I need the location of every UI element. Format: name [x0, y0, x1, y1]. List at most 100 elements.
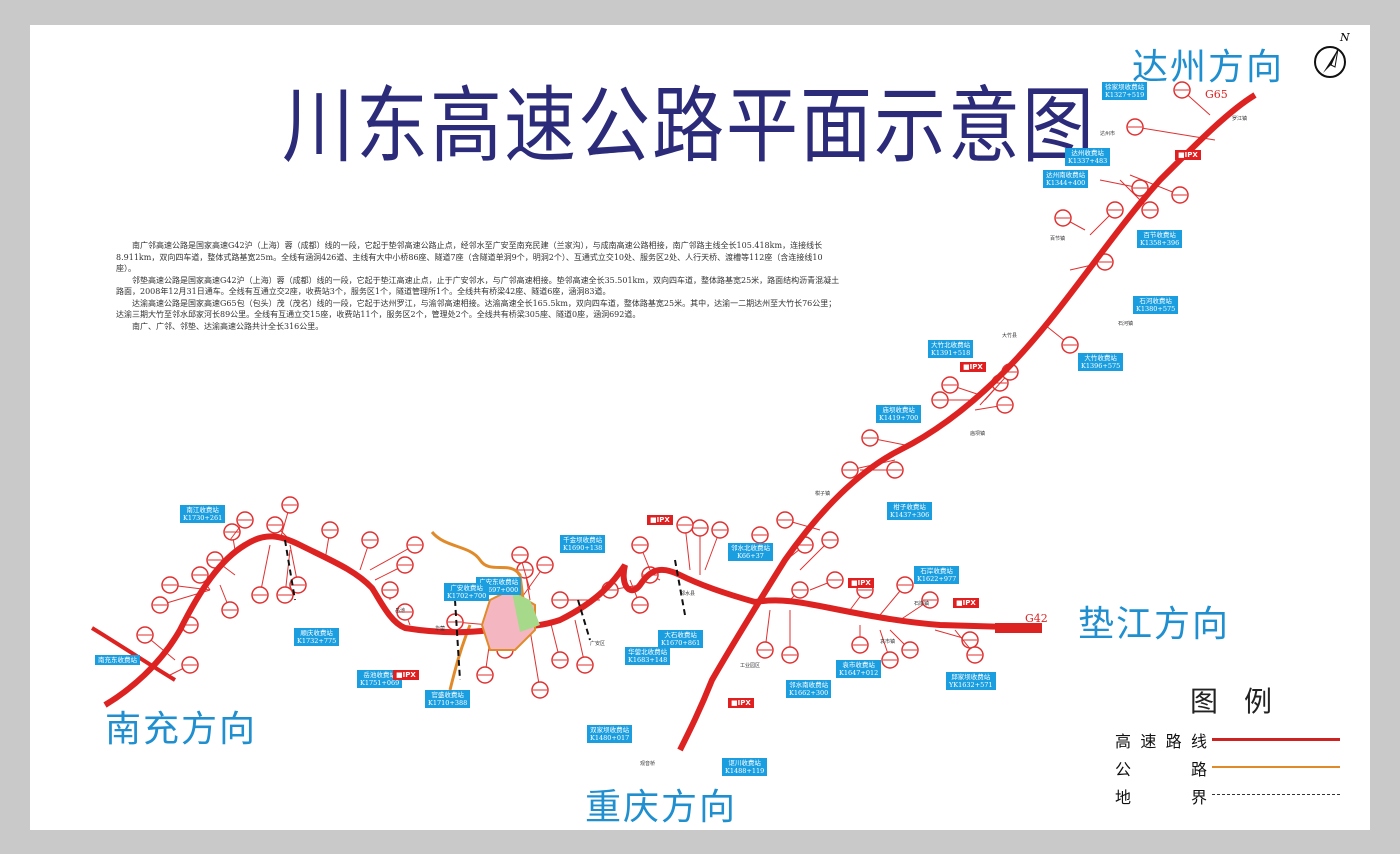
toll-station-name: 邻水南收费站 [789, 681, 829, 689]
north-label: N [1340, 31, 1350, 44]
toll-station-km: K1732+775 [297, 637, 337, 645]
toll-station-km: K1662+300 [789, 689, 829, 697]
toll-station-name: 袁市收费站 [842, 661, 875, 669]
legend-char: 路 [1165, 732, 1182, 751]
green-area [512, 592, 540, 632]
place-name: 罗江镇 [1232, 116, 1248, 122]
place-name: 观音桥 [640, 761, 656, 767]
legend-title: 图例 [1190, 685, 1299, 718]
toll-station-name: 华蓥北收费站 [628, 648, 668, 656]
toll-station-name: 南江收费站 [186, 506, 219, 514]
toll-station-km: K1480+017 [590, 734, 630, 742]
toll-station-km: K1327+519 [1105, 91, 1145, 99]
highway-g65 [677, 92, 1257, 752]
legend-char: 路 [1190, 760, 1207, 779]
toll-station-km: K1647+012 [839, 669, 879, 677]
legend-char: 速 [1140, 732, 1157, 751]
map-sheet [30, 25, 1370, 830]
place-name: 百节镇 [1050, 236, 1066, 242]
toll-station-name: 百节收费站 [1143, 231, 1176, 239]
toll-station-km: K1344+400 [1046, 179, 1086, 187]
toll-station-name: 广安收费站 [450, 584, 483, 592]
place-name: 岳池 [395, 608, 406, 614]
description-text: 南广邻高速公路是国家高速G42沪（上海）蓉（成都）线的一段，它起于垫邻高速公路止… [116, 240, 841, 332]
highway-g42 [103, 533, 1041, 708]
toll-station-km: K1751+069 [360, 679, 400, 687]
toll-station-name: 千金坝收费站 [563, 536, 603, 544]
place-name: 广安区 [590, 641, 606, 647]
legend-item-boundary: 地界 [1115, 784, 1345, 808]
legend-char: 高 [1115, 732, 1132, 751]
place-name: 邻水县 [680, 591, 696, 597]
toll-station-km: K1419+700 [879, 414, 919, 422]
toll-station-name: 达州收费站 [1071, 149, 1104, 157]
toll-station-km: K1380+575 [1136, 305, 1176, 313]
toll-station-km: K1358+396 [1140, 239, 1180, 247]
toll-station-km: K1488+119 [725, 767, 765, 775]
toll-station-km: K1690+138 [563, 544, 603, 552]
direction-chongqing: 重庆方向 [585, 787, 738, 828]
direction-nanchong: 南充方向 [105, 709, 258, 750]
service-area-label: ■IPX [1175, 150, 1201, 160]
toll-station-name: 广安东收费站 [479, 578, 519, 586]
service-area-label: ■IPX [848, 578, 874, 588]
place-name: 石岸镇 [914, 601, 930, 607]
toll-station-label: 南充东收费站 [95, 655, 140, 665]
toll-station-name: 石河收费站 [1139, 297, 1172, 305]
place-name: 石河镇 [1118, 321, 1134, 327]
toll-station-name: 顺庆收费站 [300, 629, 333, 637]
toll-station-km: K1702+700 [447, 592, 487, 600]
service-area-label: ■IPX [953, 598, 979, 608]
place-name: 达州市 [1100, 131, 1116, 137]
toll-station-name: 邻水北收费站 [731, 544, 770, 552]
service-area-label: ■IPX [960, 362, 986, 372]
toll-station-name: 双家坝收费站 [590, 726, 630, 734]
place-name: 柑子镇 [815, 491, 831, 497]
legend-item-highway: 高速路线 [1115, 728, 1345, 752]
boundary-line [284, 539, 686, 681]
toll-station-km: K1391+518 [931, 349, 971, 357]
legend-char: 公 [1115, 760, 1132, 779]
legend-item-road: 公路 [1115, 756, 1345, 780]
toll-station-name: 达州南收费站 [1046, 171, 1086, 179]
service-area-label: ■IPX [728, 698, 754, 708]
toll-station-name: 邱家坝收费站 [951, 673, 991, 681]
legend-label: 公路 [1115, 756, 1207, 780]
toll-station-km: K1710+388 [428, 699, 468, 707]
place-name: 工业园区 [740, 663, 761, 669]
toll-station-name: 岳池收费站 [363, 671, 396, 679]
toll-station-name: 大竹收费站 [1084, 354, 1117, 362]
toll-station-km: K1437+306 [890, 511, 930, 519]
service-area-label: ■IPX [393, 670, 419, 680]
direction-dazhou: 达州方向 [1132, 47, 1285, 88]
place-name: 庙坝镇 [970, 431, 986, 437]
toll-station-km: K1337+483 [1068, 157, 1108, 165]
place-name: 大竹县 [1002, 333, 1018, 339]
toll-station-name: 柑子收费站 [893, 503, 926, 511]
legend-swatch-highway [1212, 738, 1340, 741]
callout-leader [529, 629, 541, 691]
toll-station-km: K1730+261 [183, 514, 223, 522]
toll-station-km: K66+37 [737, 552, 764, 560]
toll-station-name: 徐家坝收费站 [1105, 83, 1145, 91]
service-area-label: ■IPX [647, 515, 673, 525]
